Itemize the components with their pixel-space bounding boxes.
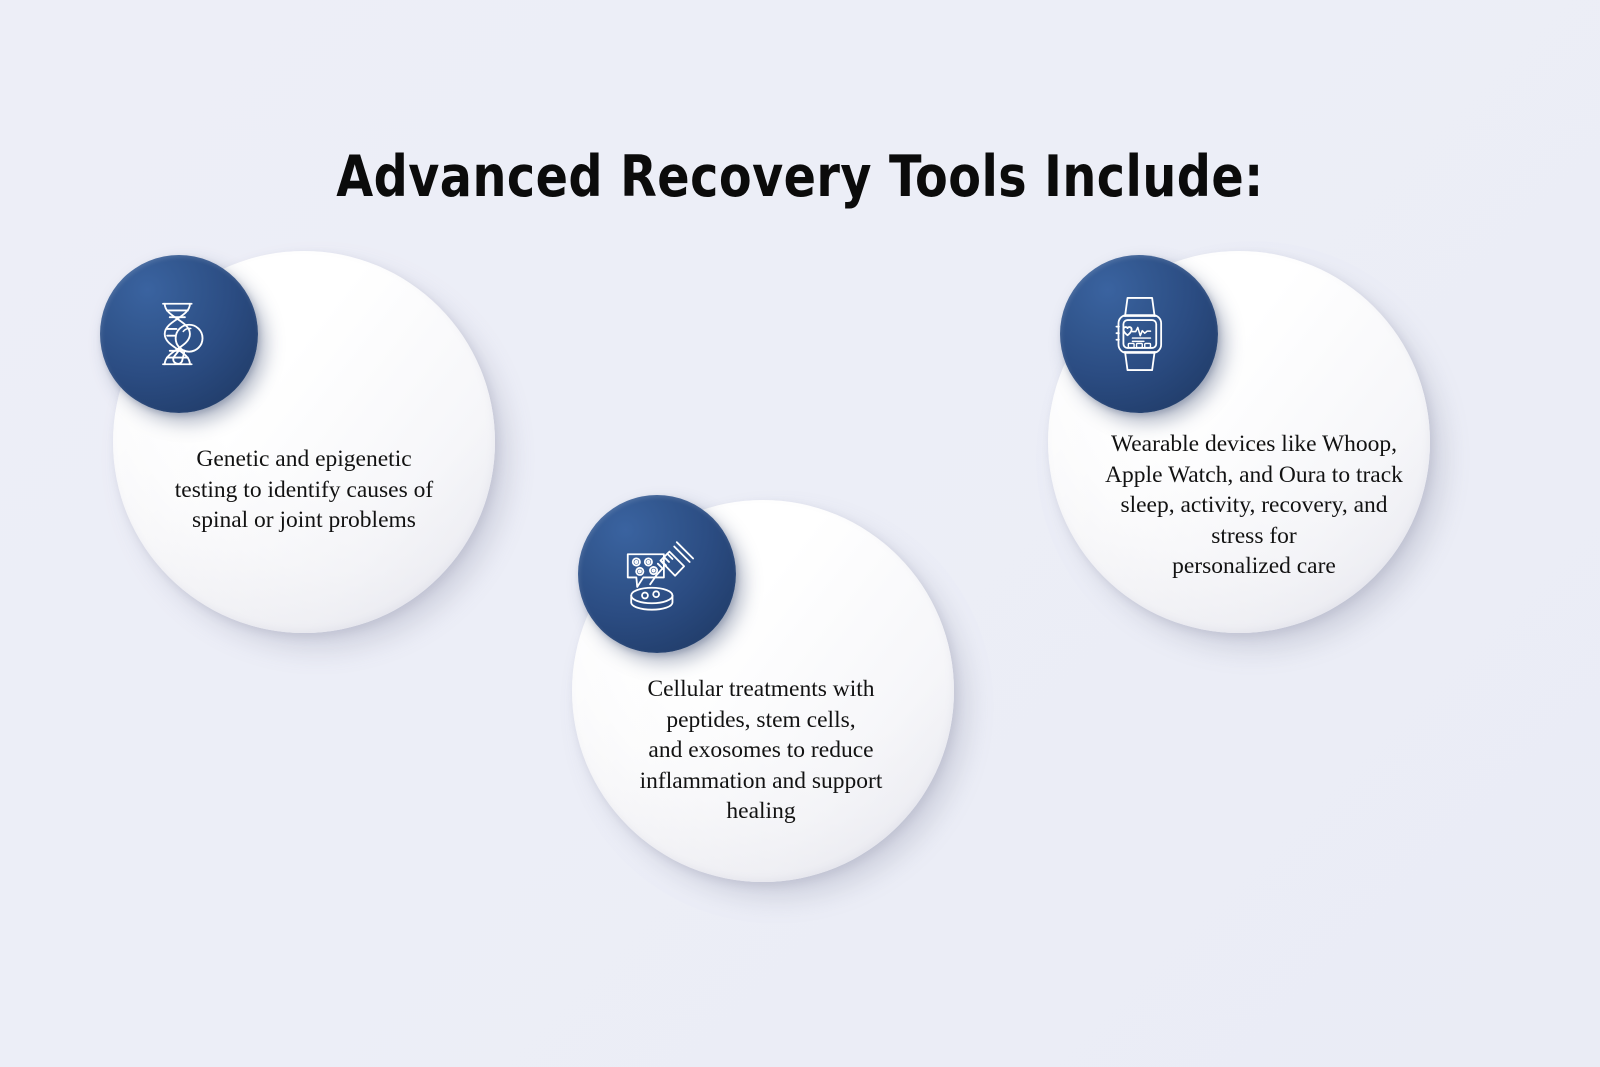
card-text: Cellular treatments with peptides, stem … — [639, 676, 883, 825]
page-title: Advanced Recovery Tools Include: — [336, 144, 1264, 211]
smartwatch-heartrate-icon — [1060, 255, 1218, 413]
petri-dish-syringe-icon — [578, 495, 736, 653]
card-text: Genetic and epigenetic testing to identi… — [174, 446, 434, 534]
card-text: Wearable devices like Whoop, Apple Watch… — [1105, 431, 1403, 580]
dna-magnifier-icon — [100, 255, 258, 413]
